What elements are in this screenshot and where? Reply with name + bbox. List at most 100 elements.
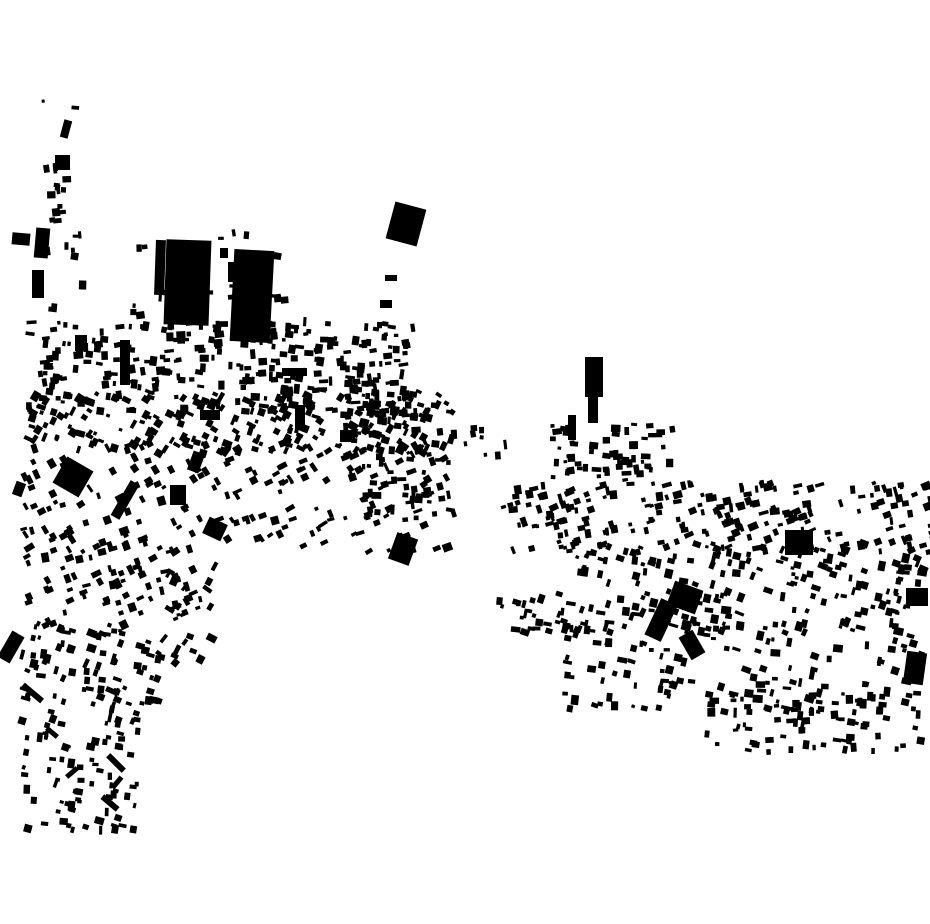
building (231, 414, 240, 423)
building (387, 532, 419, 566)
building (558, 544, 564, 550)
building (294, 344, 305, 350)
building (239, 364, 244, 371)
building (368, 500, 377, 510)
building (215, 447, 225, 456)
building (20, 695, 31, 702)
building (161, 484, 167, 490)
building (53, 665, 60, 675)
building (345, 375, 356, 380)
building (812, 744, 816, 751)
building (224, 491, 231, 500)
building (723, 645, 730, 652)
building (110, 393, 120, 403)
building (839, 618, 850, 627)
building (483, 452, 488, 457)
building (324, 321, 331, 327)
building (30, 443, 39, 454)
building (172, 644, 182, 655)
building (188, 529, 196, 538)
building (51, 350, 59, 361)
building (755, 630, 765, 642)
building (397, 395, 402, 402)
building (366, 506, 374, 514)
building (874, 592, 883, 602)
building (564, 468, 570, 476)
building (156, 368, 165, 376)
building (605, 638, 613, 648)
building (510, 626, 521, 633)
building (168, 574, 180, 587)
building (75, 499, 86, 509)
building (917, 564, 929, 575)
building (780, 555, 789, 562)
building (108, 466, 118, 476)
building (901, 677, 913, 686)
building (724, 613, 733, 620)
building (877, 599, 888, 611)
building (45, 505, 53, 512)
building (749, 571, 756, 581)
building (307, 385, 315, 391)
building (675, 516, 681, 523)
building (147, 595, 154, 602)
building (170, 657, 181, 668)
building (642, 568, 648, 576)
building (107, 545, 118, 553)
building (846, 718, 856, 727)
building (268, 371, 273, 382)
building (641, 436, 648, 441)
building (126, 407, 137, 414)
building (315, 525, 322, 533)
building (93, 391, 100, 397)
building (374, 509, 381, 516)
building (110, 822, 118, 828)
building (672, 498, 682, 505)
building (145, 438, 154, 449)
building (397, 477, 407, 482)
building (655, 432, 663, 438)
building (503, 439, 508, 450)
building (577, 568, 588, 577)
building (604, 486, 611, 496)
building (797, 678, 803, 687)
building (168, 311, 177, 316)
building (249, 349, 256, 360)
building (334, 341, 339, 347)
building (28, 332, 33, 336)
building (351, 365, 360, 371)
building (385, 480, 394, 485)
building (299, 542, 308, 550)
building (510, 545, 516, 555)
building (709, 579, 716, 590)
building (428, 456, 437, 467)
building (52, 779, 59, 788)
building (752, 694, 763, 703)
building (144, 582, 153, 591)
building (115, 323, 125, 330)
building (113, 357, 120, 363)
building (630, 528, 636, 534)
building (112, 788, 120, 794)
building (309, 462, 319, 473)
building (640, 497, 647, 503)
building (85, 685, 95, 692)
building (63, 528, 73, 536)
building (140, 324, 146, 330)
building (132, 303, 136, 308)
building (731, 646, 741, 653)
building (311, 434, 319, 441)
building (800, 619, 808, 629)
building (780, 734, 787, 739)
building (282, 478, 289, 485)
building (573, 497, 582, 506)
building (727, 535, 736, 543)
building (442, 473, 451, 482)
building (206, 602, 215, 612)
building (47, 708, 55, 715)
building (560, 626, 569, 635)
building (55, 411, 66, 421)
building (353, 465, 364, 475)
building (900, 743, 906, 749)
building (290, 355, 298, 362)
